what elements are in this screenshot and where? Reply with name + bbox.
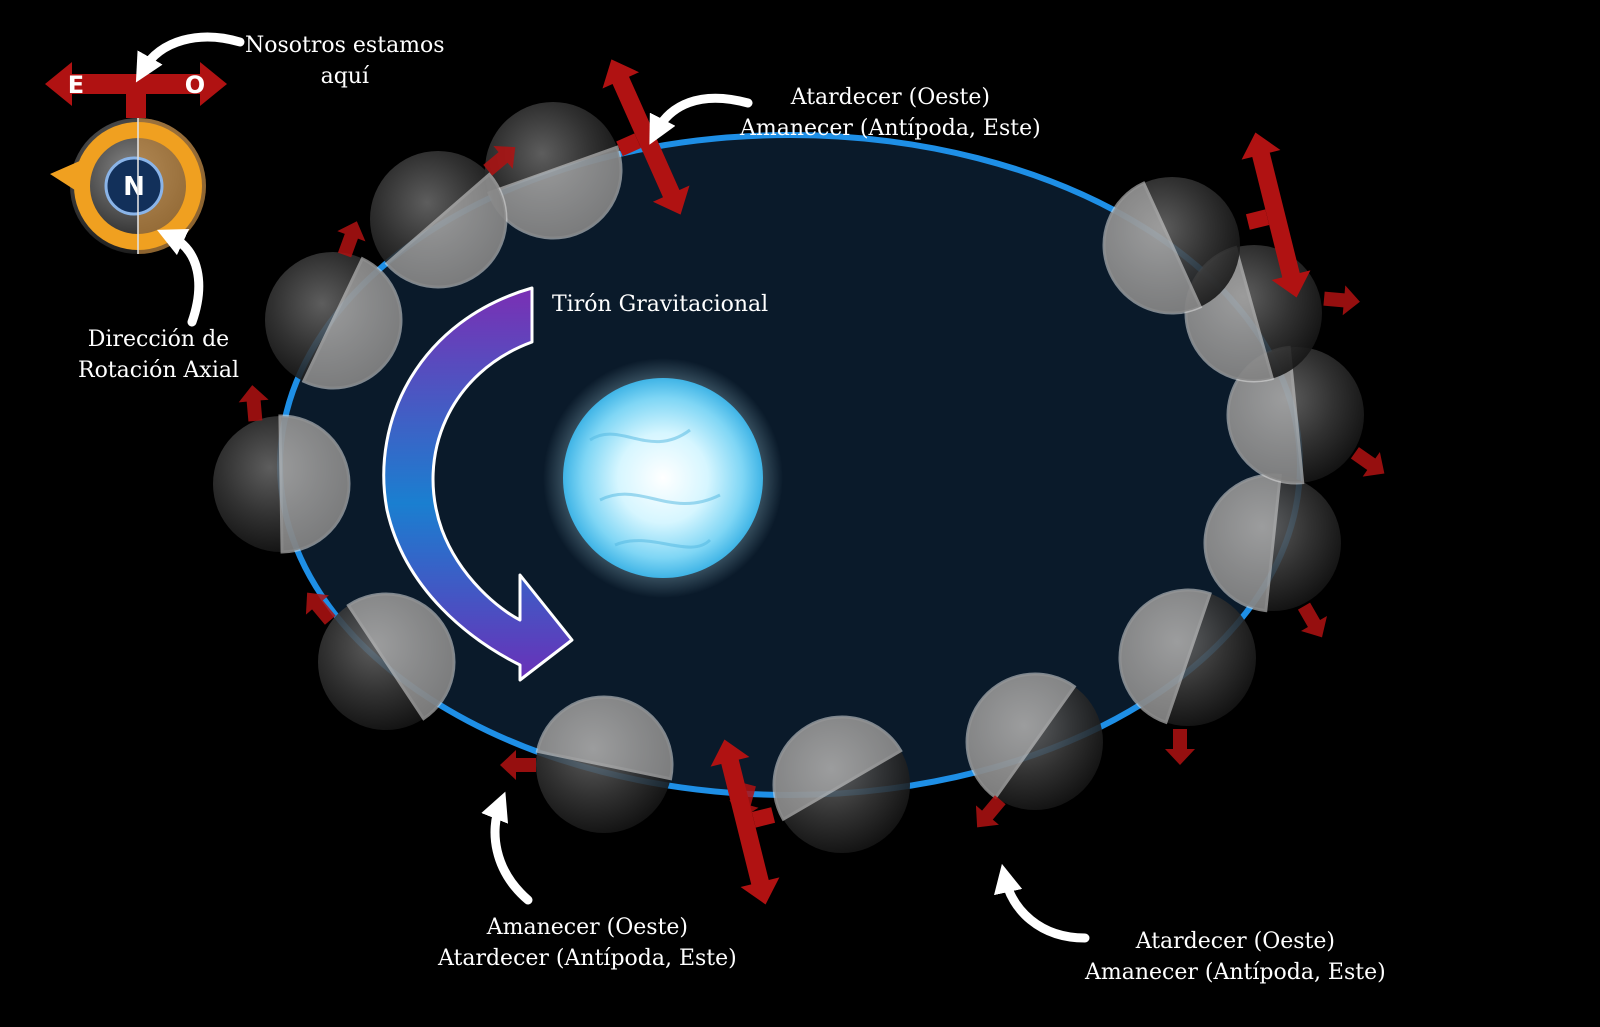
planet-phase-1 <box>485 102 623 240</box>
compass-north-letter: N <box>123 172 145 202</box>
label-top-pair: Atardecer (Oeste) Amanecer (Antípoda, Es… <box>740 82 1041 144</box>
planet-phase-4 <box>213 414 351 554</box>
label-direccion-line1: Dirección de <box>87 327 230 352</box>
central-star <box>543 358 783 598</box>
planet-phases <box>213 102 1364 853</box>
rotation-arrowhead-icon <box>50 160 82 192</box>
label-tiron-text: Tirón Gravitacional <box>552 292 769 317</box>
pointer-arrow-top <box>649 93 753 145</box>
pointer-arrow-nosotros <box>135 32 245 83</box>
planet-phase-3 <box>265 252 403 390</box>
label-direccion-line2: Rotación Axial <box>78 358 240 383</box>
pointer-arrow-bottom-left <box>481 791 533 905</box>
motion-arrow-2 <box>337 221 366 258</box>
motion-arrow-8 <box>1165 729 1195 765</box>
planet-phase-6 <box>535 695 674 833</box>
east-west-axis-arrow-3 <box>710 739 780 905</box>
east-west-arrow <box>45 62 227 118</box>
label-bottom-right-line1: Atardecer (Oeste) <box>1135 929 1336 954</box>
label-nosotros-line1: Nosotros estamos <box>245 33 445 58</box>
east-west-axis-arrow-1 <box>602 59 690 215</box>
gravitational-pull-arrow <box>382 286 574 682</box>
compass: E O N <box>45 62 227 254</box>
motion-arrow-3 <box>238 385 269 422</box>
east-west-axis-arrow-2 <box>1241 132 1311 298</box>
planet-phase-10 <box>1203 473 1341 613</box>
pointer-arrow-bottom-right <box>994 863 1090 943</box>
direction-arrows <box>238 59 1385 905</box>
label-direccion-rotacion: Dirección de Rotación Axial <box>78 324 239 386</box>
label-bottom-right-pair: Atardecer (Oeste) Amanecer (Antípoda, Es… <box>1085 926 1386 988</box>
planet-phase-2 <box>370 151 508 289</box>
motion-arrow-4 <box>305 592 336 625</box>
planet-phase-7 <box>772 715 910 853</box>
pointer-arrow-direccion <box>156 229 204 327</box>
motion-arrow-11 <box>1323 285 1360 316</box>
planet-phase-13 <box>1102 177 1240 315</box>
compass-east-letter: E <box>68 71 84 99</box>
planet-phase-9 <box>1118 588 1256 726</box>
pointer-arrows <box>135 32 1090 943</box>
label-top-line1: Atardecer (Oeste) <box>790 85 991 110</box>
label-tiron-gravitacional: Tirón Gravitacional <box>552 289 768 320</box>
motion-arrow-10 <box>1350 447 1385 477</box>
motion-arrow-7 <box>975 795 1006 828</box>
motion-arrow-5 <box>500 750 536 780</box>
planet-phase-5 <box>318 592 456 730</box>
motion-arrow-9 <box>1297 602 1327 638</box>
label-bottom-left-pair: Amanecer (Oeste) Atardecer (Antípoda, Es… <box>438 912 737 974</box>
planet-phase-8 <box>965 672 1103 810</box>
label-top-line2: Amanecer (Antípoda, Este) <box>740 116 1041 141</box>
motion-arrow-1 <box>483 145 516 176</box>
compass-west-letter: O <box>185 71 205 99</box>
label-nosotros-line2: aquí <box>320 64 369 89</box>
label-bottom-right-line2: Amanecer (Antípoda, Este) <box>1085 960 1386 985</box>
label-nosotros-estamos-aqui: Nosotros estamos aquí <box>245 30 445 92</box>
label-bottom-left-line1: Amanecer (Oeste) <box>486 915 689 940</box>
label-bottom-left-line2: Atardecer (Antípoda, Este) <box>438 946 737 971</box>
